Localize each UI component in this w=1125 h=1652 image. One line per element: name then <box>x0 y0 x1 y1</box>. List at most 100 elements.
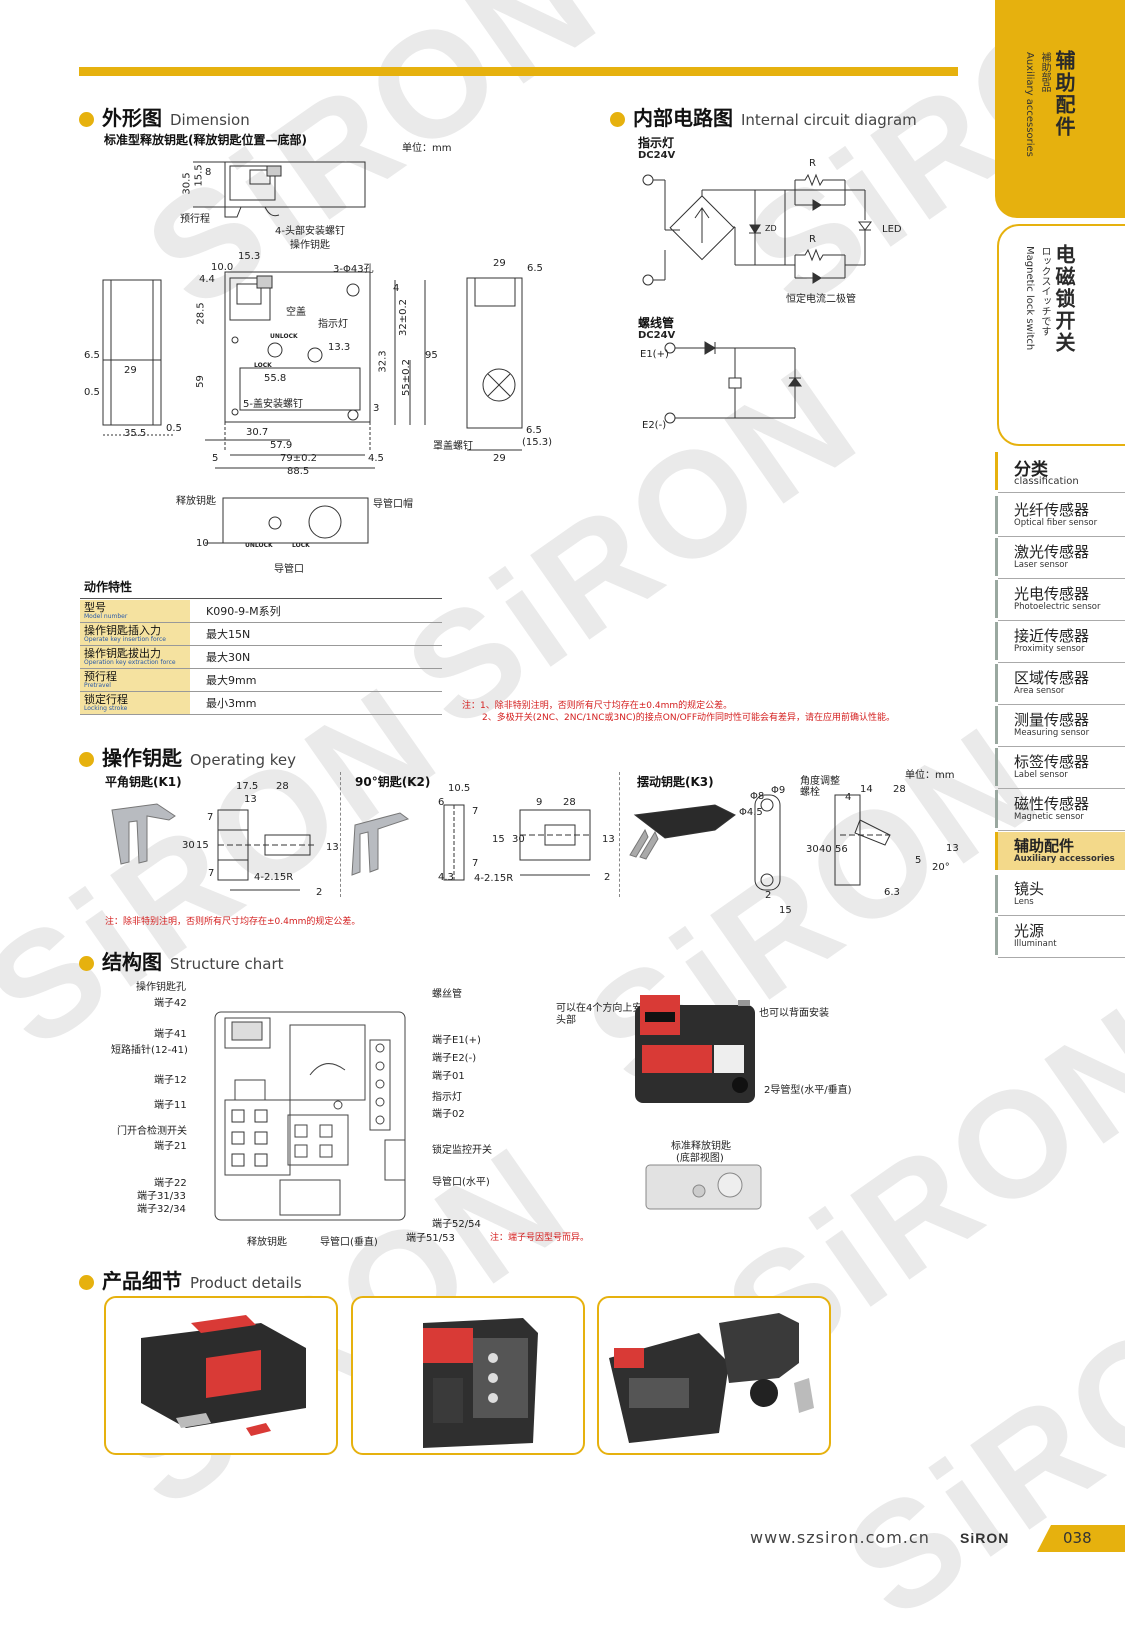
detail-photo-1 <box>104 1296 338 1455</box>
k3-dim: 28 <box>893 784 906 795</box>
structure-right-label: 端子01 <box>432 1071 465 1082</box>
detail-photo-3 <box>597 1296 831 1455</box>
circuit-title-cn: 内部电路图 <box>633 106 733 130</box>
dim-label: 15.3 <box>238 251 261 262</box>
row-value: 最大15N <box>190 622 442 646</box>
dim-label: UNLOCK <box>270 333 298 340</box>
photo-label: 标准释放钥匙 <box>671 1141 731 1152</box>
dim-label: 0.5 <box>166 423 182 434</box>
structure-bottom-label: 导管口(垂直) <box>320 1237 378 1248</box>
sidebar-classification: 分类 classification <box>995 452 1125 493</box>
sidebar-item-sublabel: Proximity sensor <box>1014 644 1085 654</box>
divider <box>998 620 1125 621</box>
structure-right-label: 端子E1(+) <box>432 1035 481 1046</box>
dim-label: 55.8 <box>264 373 287 384</box>
dim-label: 导管口帽 <box>373 499 413 510</box>
sidebar-item-label: 磁性传感器 <box>1014 795 1090 813</box>
footer-url[interactable]: www.szsiron.com.cn <box>750 1528 930 1547</box>
detail-photo-2 <box>351 1296 585 1455</box>
k3-dim: 角度调整螺栓 <box>800 776 840 798</box>
sidebar-item-label: 光电传感器 <box>1014 585 1090 603</box>
row-key: 锁定行程 <box>84 693 128 707</box>
photo-label: 2导管型(水平/垂直) <box>764 1085 852 1096</box>
row-value: 最小3mm <box>190 691 442 715</box>
k2-dim: 15 <box>492 834 505 845</box>
structure-right-label: 端子02 <box>432 1109 465 1120</box>
classification-en: classification <box>1014 476 1079 487</box>
dim-label: 57.9 <box>270 440 293 451</box>
structure-left-label: 端子11 <box>154 1100 187 1111</box>
photo-label: 也可以背面安装 <box>759 1008 829 1019</box>
main-tab-cn: 辅助配件 <box>1052 50 1076 138</box>
row-key-en: Operate key insertion force <box>84 635 166 643</box>
sidebar-item-label: 镜头 <box>1014 880 1045 898</box>
led-label: LED <box>882 224 902 235</box>
k3-dim: 4 <box>845 792 852 803</box>
divider <box>998 746 1125 747</box>
row-key-en: Operation key extraction force <box>84 658 176 666</box>
lamp-voltage: DC24V <box>638 150 676 161</box>
structure-right-label: 端子51/53 <box>406 1233 455 1244</box>
k3-dim: 6.3 <box>884 887 900 898</box>
structure-left-label: 端子42 <box>154 998 187 1009</box>
k2-dim: 13 <box>602 834 615 845</box>
keys-note: 注：除非特别注明，否则所有尺寸均存在±0.4mm的规定公差。 <box>105 917 361 927</box>
sidebar-item-label: 测量传感器 <box>1014 711 1090 729</box>
dim-label: 88.5 <box>287 466 310 477</box>
structure-title-cn: 结构图 <box>102 950 162 974</box>
dimension-title-en: Dimension <box>170 111 250 129</box>
k3-dim: 15 <box>779 905 792 916</box>
key-drawings <box>111 794 891 891</box>
sidebar-item-label: 接近传感器 <box>1014 627 1090 645</box>
structure-left-label: 端子32/34 <box>137 1204 186 1215</box>
footer-logo: SiRON <box>960 1530 1010 1546</box>
r2-label: R <box>809 234 816 245</box>
dimension-title: 外形图 Dimension <box>79 102 250 131</box>
dim-label: 3-Φ43孔 <box>333 264 374 275</box>
dim-label: UNLOCK <box>245 542 273 549</box>
k3-dim: Φ4.5 <box>739 807 763 818</box>
k2-dim: 4-2.15R <box>474 873 514 884</box>
sidebar-main-tab <box>995 0 1125 218</box>
divider <box>998 915 1125 916</box>
sub-tab-jp: ロックスイッチです <box>1039 246 1050 336</box>
details-title-en: Product details <box>190 1274 302 1292</box>
dim-label: 6.5 <box>526 425 542 436</box>
detail-image <box>423 1318 538 1448</box>
k2-dim: 2 <box>604 872 611 883</box>
structure-left-label: 端子21 <box>154 1141 187 1152</box>
dim-label: 4 <box>393 283 400 294</box>
bottom-view-photo <box>645 1164 762 1210</box>
k1-dim: 13 <box>326 842 339 853</box>
divider <box>998 492 1125 493</box>
k2-dim: 7 <box>472 806 479 817</box>
k3-dim: 14 <box>860 784 873 795</box>
dim-label: 0.5 <box>84 387 100 398</box>
dim-label: 4.4 <box>199 274 215 285</box>
k3-dim: 20° <box>932 862 950 873</box>
circuit-title-en: Internal circuit diagram <box>741 111 917 129</box>
k2-dim: 6 <box>438 797 445 808</box>
sidebar-item-sublabel: Optical fiber sensor <box>1014 518 1098 528</box>
k3-title: 摆动钥匙(K3) <box>637 775 714 789</box>
k3-dim: Φ8 <box>750 791 765 802</box>
diode-label: 恒定电流二极管 <box>786 294 856 305</box>
divider <box>998 578 1125 579</box>
dim-label: 79±0.2 <box>280 453 318 464</box>
table-top-rule <box>80 598 442 599</box>
divider <box>998 788 1125 789</box>
dim-label: 29 <box>124 365 137 376</box>
k2-dim: 28 <box>563 797 576 808</box>
